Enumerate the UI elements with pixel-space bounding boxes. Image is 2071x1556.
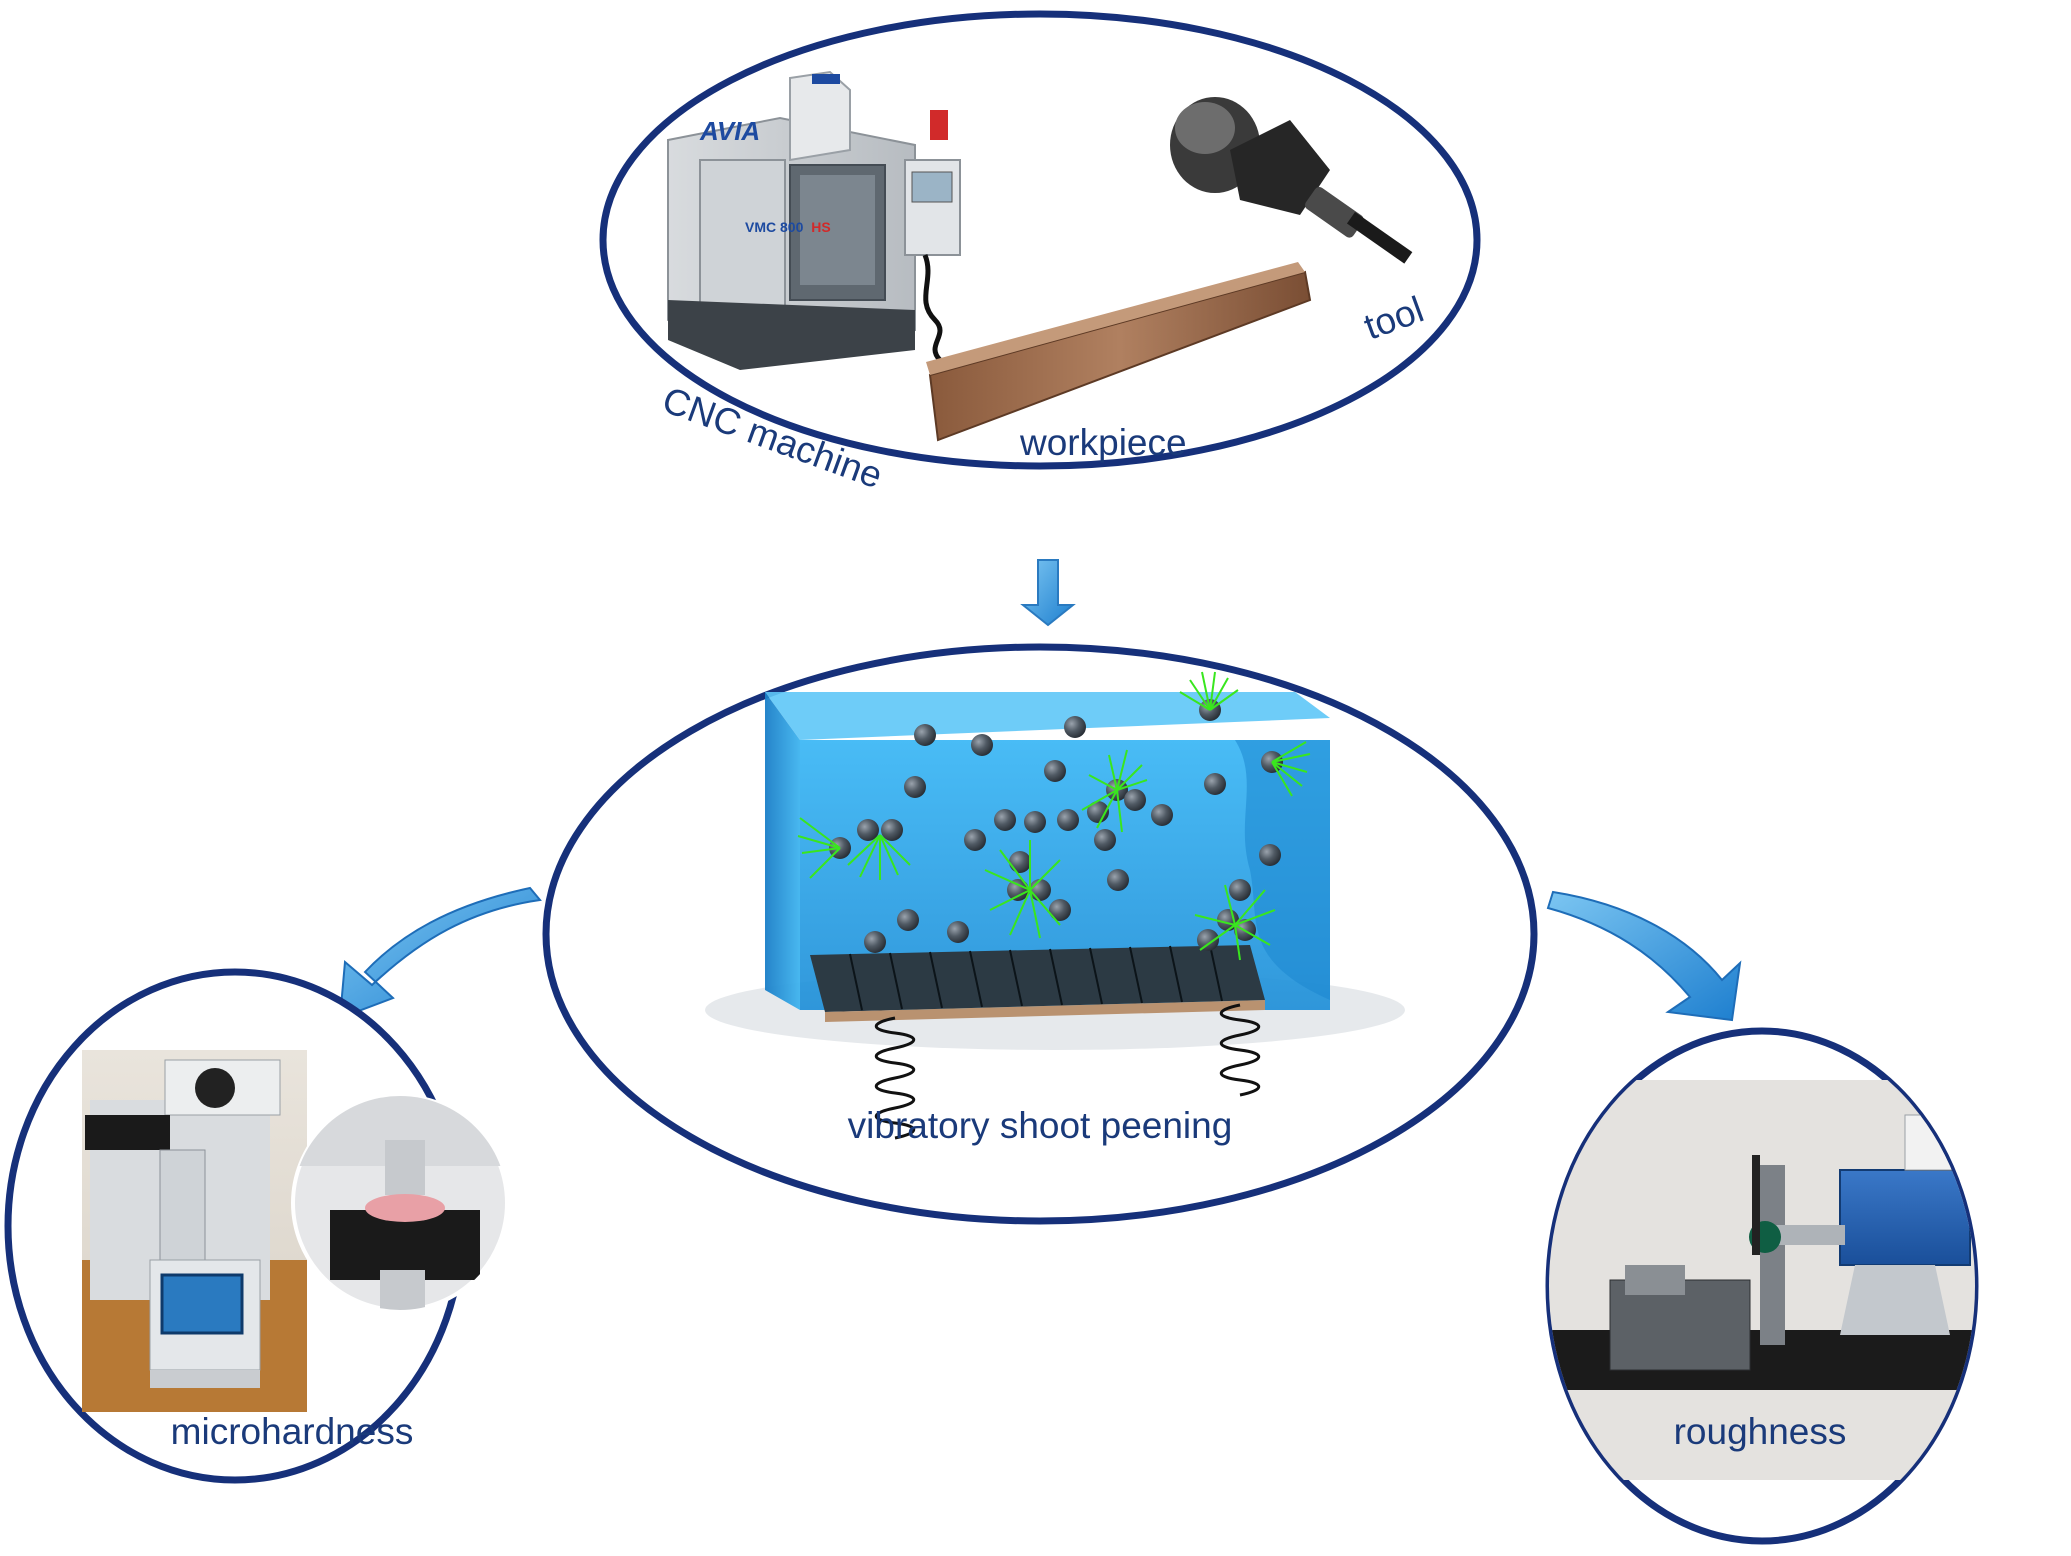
- shot-ball: [857, 819, 879, 841]
- arrow-down-icon: [1020, 559, 1076, 627]
- shot-ball: [914, 724, 936, 746]
- shot-ball: [1229, 879, 1251, 901]
- impact-spark: [1271, 741, 1311, 797]
- shot-ball: [1064, 716, 1086, 738]
- impact-spark: [1081, 749, 1148, 833]
- impact-spark: [797, 817, 841, 879]
- vibratory-shoot-peening-label: vibratory shoot peening: [848, 1105, 1233, 1146]
- left-group: microhardness: [4, 968, 509, 1484]
- right-group: roughness: [1545, 1027, 1979, 1545]
- shot-ball: [897, 909, 919, 931]
- cnc-machine-image: AVIA VMC 800 HS: [667, 70, 961, 370]
- shot-ball: [1259, 844, 1281, 866]
- impact-spark: [1179, 671, 1239, 711]
- shot-ball: [1044, 760, 1066, 782]
- shot-ball: [1049, 899, 1071, 921]
- shot-ball: [1009, 851, 1031, 873]
- machine-model-text: VMC 800: [745, 219, 804, 235]
- workpiece-label: workpiece: [1019, 422, 1187, 463]
- top-group: AVIA VMC 800 HS CNC machine workpiece to…: [599, 10, 1481, 496]
- shot-ball: [971, 734, 993, 756]
- workpiece-image: [926, 262, 1312, 442]
- impact-spark: [847, 834, 911, 880]
- shot-ball: [1057, 809, 1079, 831]
- tool-image: [1170, 97, 1413, 264]
- impact-spark: [1194, 884, 1276, 961]
- spring-icon: [874, 1016, 916, 1140]
- shot-ball: [947, 921, 969, 943]
- curved-arrow-left-icon: [338, 886, 542, 1020]
- roughness-tester-image: [1549, 1080, 1975, 1480]
- shot-ball: [1024, 811, 1046, 833]
- machine-model-suffix-text: HS: [811, 219, 830, 235]
- impact-sparks: [797, 671, 1311, 961]
- shot-ball: [1151, 804, 1173, 826]
- shot-ball: [1197, 929, 1219, 951]
- impact-spark: [984, 840, 1061, 939]
- center-group: vibratory shoot peening: [542, 643, 1538, 1225]
- machine-brand-text: AVIA: [699, 116, 760, 146]
- shot-ball: [1124, 789, 1146, 811]
- shot-ball: [904, 776, 926, 798]
- shot-ball: [1094, 829, 1116, 851]
- shot-ball: [881, 819, 903, 841]
- microhardness-tester-image: [82, 1050, 307, 1412]
- svg-text:VMC 800 HS: VMC 800 HS: [745, 219, 831, 235]
- shot-ball: [864, 931, 886, 953]
- spring-icon: [1219, 1003, 1261, 1097]
- curved-arrow-right-icon: [1546, 890, 1742, 1022]
- shot-balls: [829, 699, 1283, 953]
- shot-ball: [1007, 879, 1029, 901]
- roughness-label: roughness: [1674, 1411, 1847, 1452]
- microhardness-label: microhardness: [171, 1411, 414, 1452]
- microhardness-inset-image: [291, 1094, 509, 1312]
- shot-ball: [1204, 773, 1226, 795]
- shot-ball: [994, 809, 1016, 831]
- shot-ball: [1107, 869, 1129, 891]
- shot-ball: [964, 829, 986, 851]
